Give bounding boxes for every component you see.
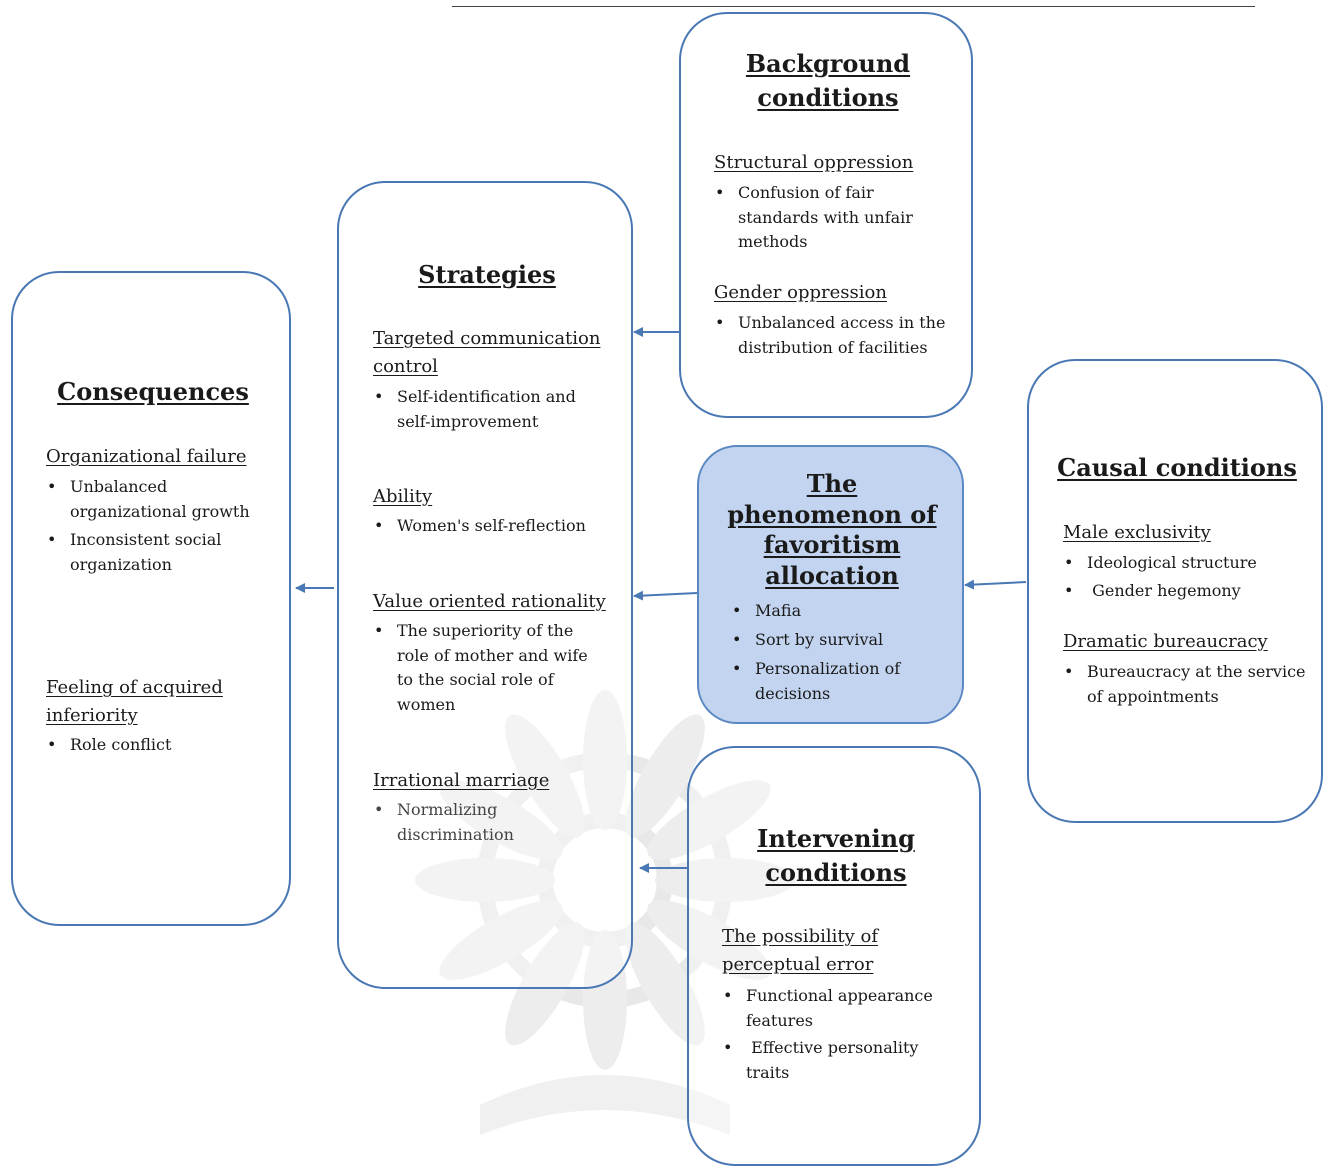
strategies-title: Strategies [418, 260, 556, 289]
background-conditions-box: Background conditions Structural oppress… [679, 12, 973, 418]
strategies-item: •Self-identification and self-improvemen… [374, 387, 576, 431]
strategies-heading-ability: Ability [373, 486, 433, 507]
background-heading-gender: Gender oppression [714, 282, 887, 303]
watermark-petal [625, 714, 705, 838]
consequences-item: •Unbalanced organizational growth [47, 477, 250, 521]
watermark-petal [439, 780, 563, 860]
intervening-title: Intervening conditions [757, 824, 915, 887]
causal-heading-male: Male exclusivity [1063, 522, 1211, 543]
background-item: •Unbalanced access in the distribution o… [715, 313, 946, 357]
strategies-heading-communication: Targeted communication control [373, 328, 601, 377]
intervening-item: • Effective personality traits [723, 1038, 924, 1082]
causal-title: Causal conditions [1057, 453, 1297, 482]
causal-item: • Gender hegemony [1064, 581, 1241, 600]
watermark-petal [625, 922, 705, 1046]
background-heading-structural: Structural oppression [714, 152, 914, 173]
background-title: Background conditions [745, 49, 911, 112]
watermark-petal [415, 858, 555, 902]
background-item: •Confusion of fair standards with unfair… [715, 183, 913, 251]
consequences-box: Consequences Organizational failure •Unb… [11, 271, 291, 926]
causal-conditions-box: Causal conditions Male exclusivity •Ideo… [1027, 359, 1323, 823]
causal-item: •Bureaucracy at the service of appointme… [1064, 662, 1306, 706]
causal-item: •Ideological structure [1064, 553, 1257, 572]
consequences-title: Consequences [57, 377, 249, 406]
arrow-phenomenon-to-strategies [633, 590, 698, 601]
strategies-heading-rationality: Value oriented rationality [373, 591, 606, 612]
phenomenon-item: •Sort by survival [732, 630, 884, 649]
watermark-petal [583, 690, 627, 830]
intervening-conditions-box: Intervening conditions The possibility o… [687, 746, 981, 1166]
watermark-petal [505, 714, 585, 838]
strategies-heading-marriage: Irrational marriage [373, 770, 550, 791]
strategies-item: •The superiority of the role of mother a… [374, 621, 588, 714]
consequences-item: •Role conflict [47, 735, 172, 754]
arrow-causal-to-phenomenon [964, 579, 1027, 590]
intervening-heading-perceptual: The possibility of perceptual error [722, 926, 878, 975]
watermark-petal [647, 780, 771, 860]
phenomenon-item: •Mafia [732, 601, 802, 620]
phenomenon-item: • Personalization of decisions [732, 659, 901, 703]
causal-heading-bureaucracy: Dramatic bureaucracy [1063, 631, 1268, 652]
consequences-item: •Inconsistent social organization [47, 530, 222, 574]
strategies-item: •Normalizing discrimination [374, 800, 514, 844]
arrow-intervening-to-strategies [639, 863, 689, 873]
watermark-petal [505, 922, 585, 1046]
consequences-heading-inferiority: Feeling of acquired inferiority [46, 677, 223, 726]
intervening-item: •Functional appearance features [723, 986, 933, 1030]
phenomenon-title: The phenomenon of favoritism allocation [727, 469, 937, 590]
strategies-item: •Women's self-reflection [374, 516, 586, 535]
watermark-petal [439, 900, 563, 980]
strategies-box: Strategies Targeted communication contro… [337, 181, 633, 989]
consequences-heading-failure: Organizational failure [46, 446, 247, 467]
watermark-petal [647, 900, 771, 980]
phenomenon-box: The phenomenon of favoritism allocation … [697, 445, 964, 724]
watermark-petal [655, 858, 795, 902]
page-header-rule [452, 6, 1255, 7]
